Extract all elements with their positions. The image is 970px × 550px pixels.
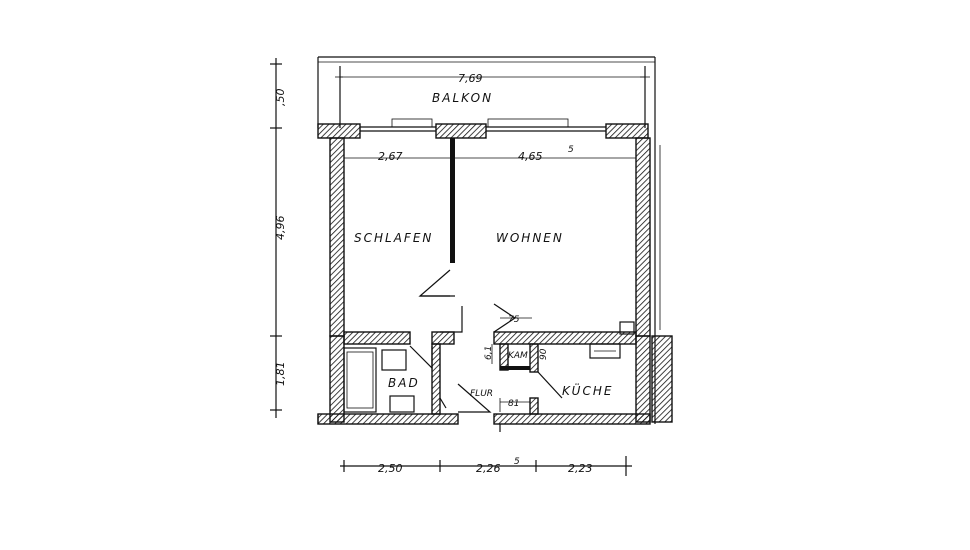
dim-bottom-2: 2,26 [476, 462, 501, 475]
dim-kam-side: 90 [539, 348, 549, 360]
dim-schlafen-width: 2,67 [378, 150, 403, 163]
dim-balkon-width: 7,69 [458, 72, 483, 85]
dim-wohnen-width-sup: 5 [568, 145, 574, 155]
label-bad: BAD [388, 376, 420, 390]
top-wall [317, 118, 649, 139]
dim-kam-height: 6,1 [484, 346, 494, 360]
dim-bottom-1: 2,50 [378, 462, 403, 475]
flur-kueche [457, 321, 635, 415]
label-flur: FLUR [470, 389, 493, 399]
bathroom [343, 343, 447, 415]
dim-bottom-2-sup: 5 [514, 457, 520, 467]
dim-left-bottom: 1,81 [274, 362, 287, 387]
label-balkon: BALKON [432, 91, 493, 105]
adjacent-wall [651, 128, 673, 424]
partition-schlafen-wohnen [418, 138, 455, 297]
outer-walls [317, 137, 651, 432]
middle-wall [343, 303, 637, 345]
label-kam: KAM [508, 351, 528, 361]
dim-door-width: 75 [508, 315, 520, 325]
dim-left-mid: 4,96 [274, 216, 287, 241]
dim-left-top: ,50 [274, 89, 287, 107]
label-kueche: KÜCHE [562, 382, 613, 398]
dimension-lines [270, 58, 636, 476]
dim-wohnen-width: 4,65 [518, 150, 543, 163]
balcony [317, 56, 656, 128]
dim-bottom-3: 2,23 [568, 462, 593, 475]
label-schlafen: SCHLAFEN [354, 231, 433, 245]
label-wohnen: WOHNEN [496, 231, 564, 245]
dim-flur-door: 81 [508, 399, 519, 409]
